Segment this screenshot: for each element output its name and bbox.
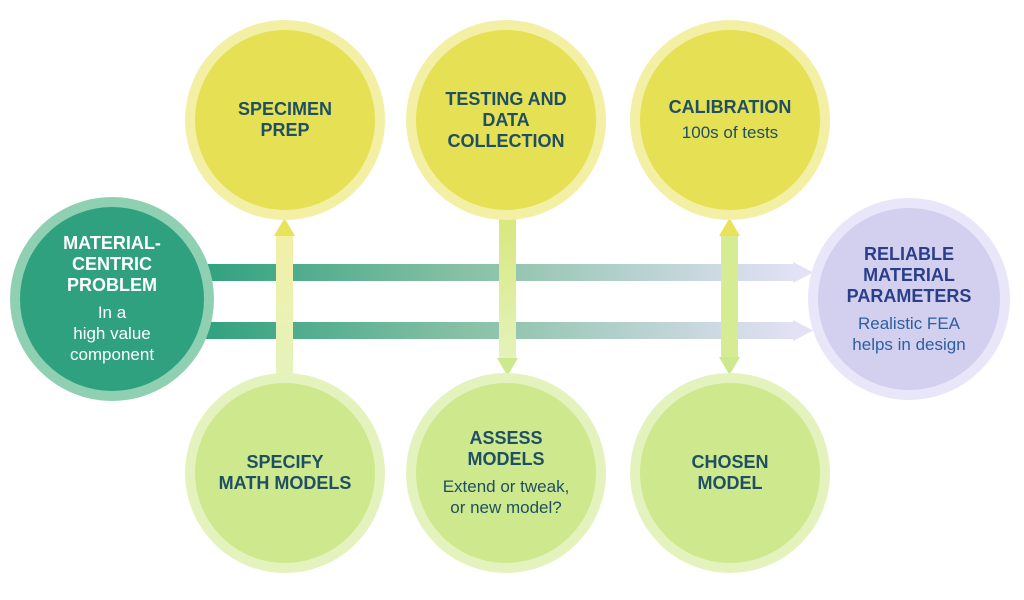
node-problem-sub: In a high value component (69, 303, 155, 364)
node-assess-models: ASSESS MODELS Extend or tweak, or new mo… (406, 373, 606, 573)
horizontal-arrow-top (200, 262, 813, 283)
node-specify-math-models: SPECIFY MATH MODELS (185, 373, 385, 573)
node-specify-title: SPECIFY MATH MODELS (218, 452, 352, 493)
node-calibration-sub: 100s of tests (681, 123, 779, 142)
node-assess-sub: Extend or tweak, or new model? (442, 477, 570, 517)
vertical-arrow-calibration-chosen (719, 218, 740, 375)
horizontal-arrow-bottom (200, 320, 813, 341)
vertical-arrow-specify-to-prep (274, 218, 295, 380)
node-specimen-prep-title: SPECIMEN PREP (237, 99, 333, 140)
node-chosen-title: CHOSEN MODEL (691, 452, 769, 493)
node-specimen-prep: SPECIMEN PREP (185, 20, 385, 220)
node-chosen-model: CHOSEN MODEL (630, 373, 830, 573)
node-assess-title: ASSESS MODELS (467, 428, 545, 469)
node-reliable-sub: Realistic FEA helps in design (852, 313, 966, 354)
node-calibration-title: CALIBRATION (668, 97, 792, 117)
vertical-arrow-testing-to-assess (497, 215, 518, 376)
node-reliable-parameters: RELIABLE MATERIAL PARAMETERS Realistic F… (808, 198, 1010, 400)
node-material-problem: MATERIAL- CENTRIC PROBLEM In a high valu… (10, 197, 214, 401)
node-calibration: CALIBRATION 100s of tests (630, 20, 830, 220)
node-problem-title: MATERIAL- CENTRIC PROBLEM (63, 233, 161, 295)
node-testing-data-collection: TESTING AND DATA COLLECTION (406, 20, 606, 220)
node-reliable-title: RELIABLE MATERIAL PARAMETERS (846, 243, 972, 306)
node-testing-title: TESTING AND DATA COLLECTION (445, 88, 567, 151)
